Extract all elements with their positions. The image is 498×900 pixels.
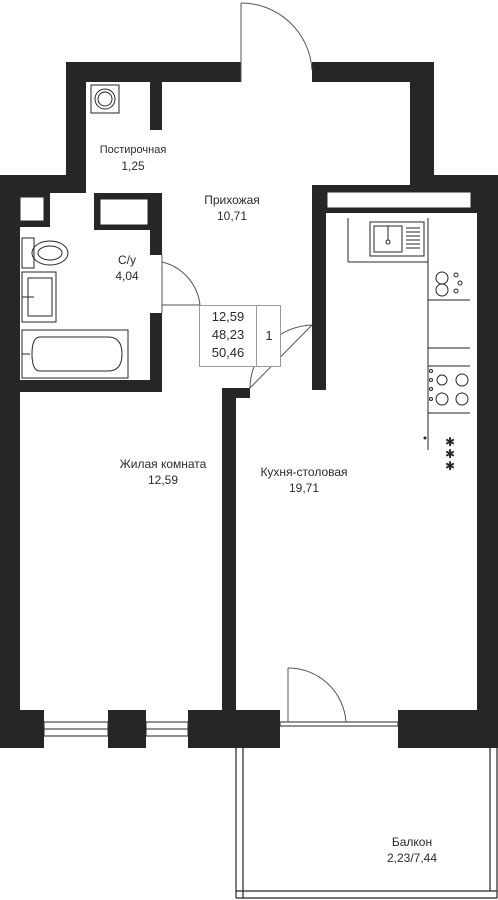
room-area: 1,25 [121,159,145,173]
hob-icon: ✱ ✱ ✱ [423,435,455,473]
dishwasher-icon [435,271,463,297]
windows [43,721,399,737]
total-area-with-balcony-value: 50,46 [211,345,245,360]
washing-machine-icon [90,84,120,114]
balcony [235,748,498,899]
svg-text:✱: ✱ [445,459,455,473]
walls [0,62,498,748]
room-area: 2,23/7,44 [386,851,438,865]
living-area-value: 12,59 [211,309,245,324]
room-storage-label: Постирочная 1,25 [100,142,167,174]
room-area: 12,59 [147,473,179,487]
rooms-count-value: 1 [256,306,281,366]
room-name: Кухня-столовая [260,465,348,479]
kitchen-counter [347,218,470,450]
area-values: 12,59 48,23 50,46 [200,308,256,362]
kitchen-sink-icon [369,221,425,257]
room-name: Балкон [391,835,433,849]
area-summary-box: 12,59 48,23 50,46 1 [199,305,281,367]
room-balcony-label: Балкон 2,23/7,44 [387,834,437,866]
svg-text:✱: ✱ [445,435,455,449]
room-name: С/у [117,253,136,267]
room-name: Жилая комната [119,457,207,471]
room-living-label: Жилая комната 12,59 [120,456,207,488]
svg-text:✱: ✱ [445,447,455,461]
room-bathroom-label: С/у 4,04 [115,252,138,284]
room-kitchen-label: Кухня-столовая 19,71 [260,464,347,496]
total-area-value: 48,23 [211,327,245,342]
room-name: Постирочная [99,144,167,156]
room-area: 19,71 [288,481,320,495]
room-hall-label: Прихожая 10,71 [204,192,260,224]
stove-icon [429,369,469,406]
doors [161,2,347,723]
bathtub-icon [21,329,129,379]
room-area: 4,04 [115,269,139,283]
wall-details [19,191,472,226]
room-area: 10,71 [216,209,248,223]
toilet-icon [21,237,69,269]
washbasin-icon [21,271,57,323]
room-name: Прихожая [204,193,260,207]
